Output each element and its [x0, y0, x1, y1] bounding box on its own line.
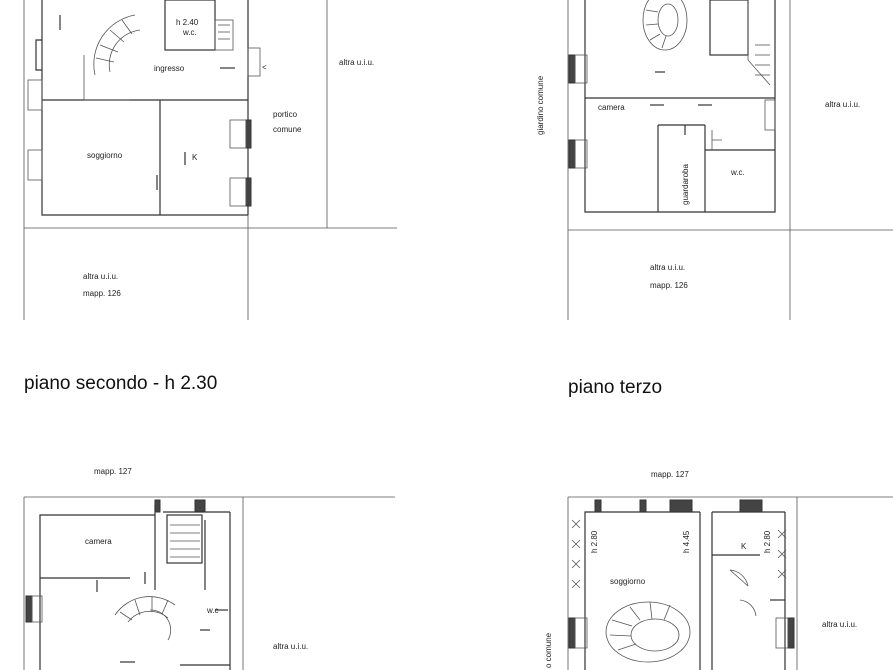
- plan-d-height-3: h 2.80: [763, 530, 772, 553]
- plan-a-entry-label: ingresso: [154, 64, 185, 73]
- plan-d-height-1: h 2.80: [590, 530, 599, 553]
- title-piano-terzo: piano terzo: [568, 377, 662, 398]
- plan-a-living-label: soggiorno: [87, 151, 123, 160]
- svg-text:<: <: [262, 63, 267, 72]
- plan-b-wc-label: w.c.: [730, 168, 745, 177]
- plan-d-mapp-top-label: mapp. 127: [651, 470, 689, 479]
- plan-a-comune-label: comune: [273, 125, 302, 134]
- plan-d-height-2: h 4.45: [682, 530, 691, 553]
- plan-a-wc-label: w.c.: [182, 28, 197, 37]
- plan-c-bedroom-label: camera: [85, 537, 112, 546]
- plan-b-bedroom-label: camera: [598, 103, 625, 112]
- plan-c-altra-right-label: altra u.i.u.: [273, 642, 308, 651]
- plan-d-garden-label: o comune: [544, 632, 553, 668]
- plan-a-altra-right-label: altra u.i.u.: [339, 58, 374, 67]
- plan-a-mapp-bottom-label: mapp. 126: [83, 289, 121, 298]
- plan-d-kitchen-label: K: [741, 542, 747, 551]
- plan-d-altra-right-label: altra u.i.u.: [822, 620, 857, 629]
- plan-b-altra-bottom-label: altra u.i.u.: [650, 263, 685, 272]
- plan-b-mapp-bottom-label: mapp. 126: [650, 281, 688, 290]
- plan-a-kitchen-label: K: [192, 153, 198, 162]
- plan-a-altra-bottom-label: altra u.i.u.: [83, 272, 118, 281]
- plan-a-portico-label: portico: [273, 110, 298, 119]
- plan-d-living-label: soggiorno: [610, 577, 646, 586]
- plan-c-mapp-top-label: mapp. 127: [94, 467, 132, 476]
- plan-ground-floor-left: < w.c. h 2.40 ingresso altra u.i.u. port…: [23, 0, 397, 320]
- plan-c-wc-label: w.c: [206, 606, 219, 615]
- plan-b-altra-right-label: altra u.i.u.: [825, 100, 860, 109]
- plan-b-garden-label: giardino comune: [536, 75, 545, 135]
- plan-ground-floor-right: giardino comune camera guardaroba w.c. a…: [536, 0, 893, 320]
- title-piano-secondo: piano secondo - h 2.30: [24, 373, 217, 394]
- plan-a-height-label: h 2.40: [176, 18, 199, 27]
- plan-third-floor: mapp. 127 h 2.80: [544, 470, 893, 670]
- plan-second-floor: mapp. 127: [23, 467, 395, 670]
- plan-b-wardrobe-label: guardaroba: [681, 164, 690, 205]
